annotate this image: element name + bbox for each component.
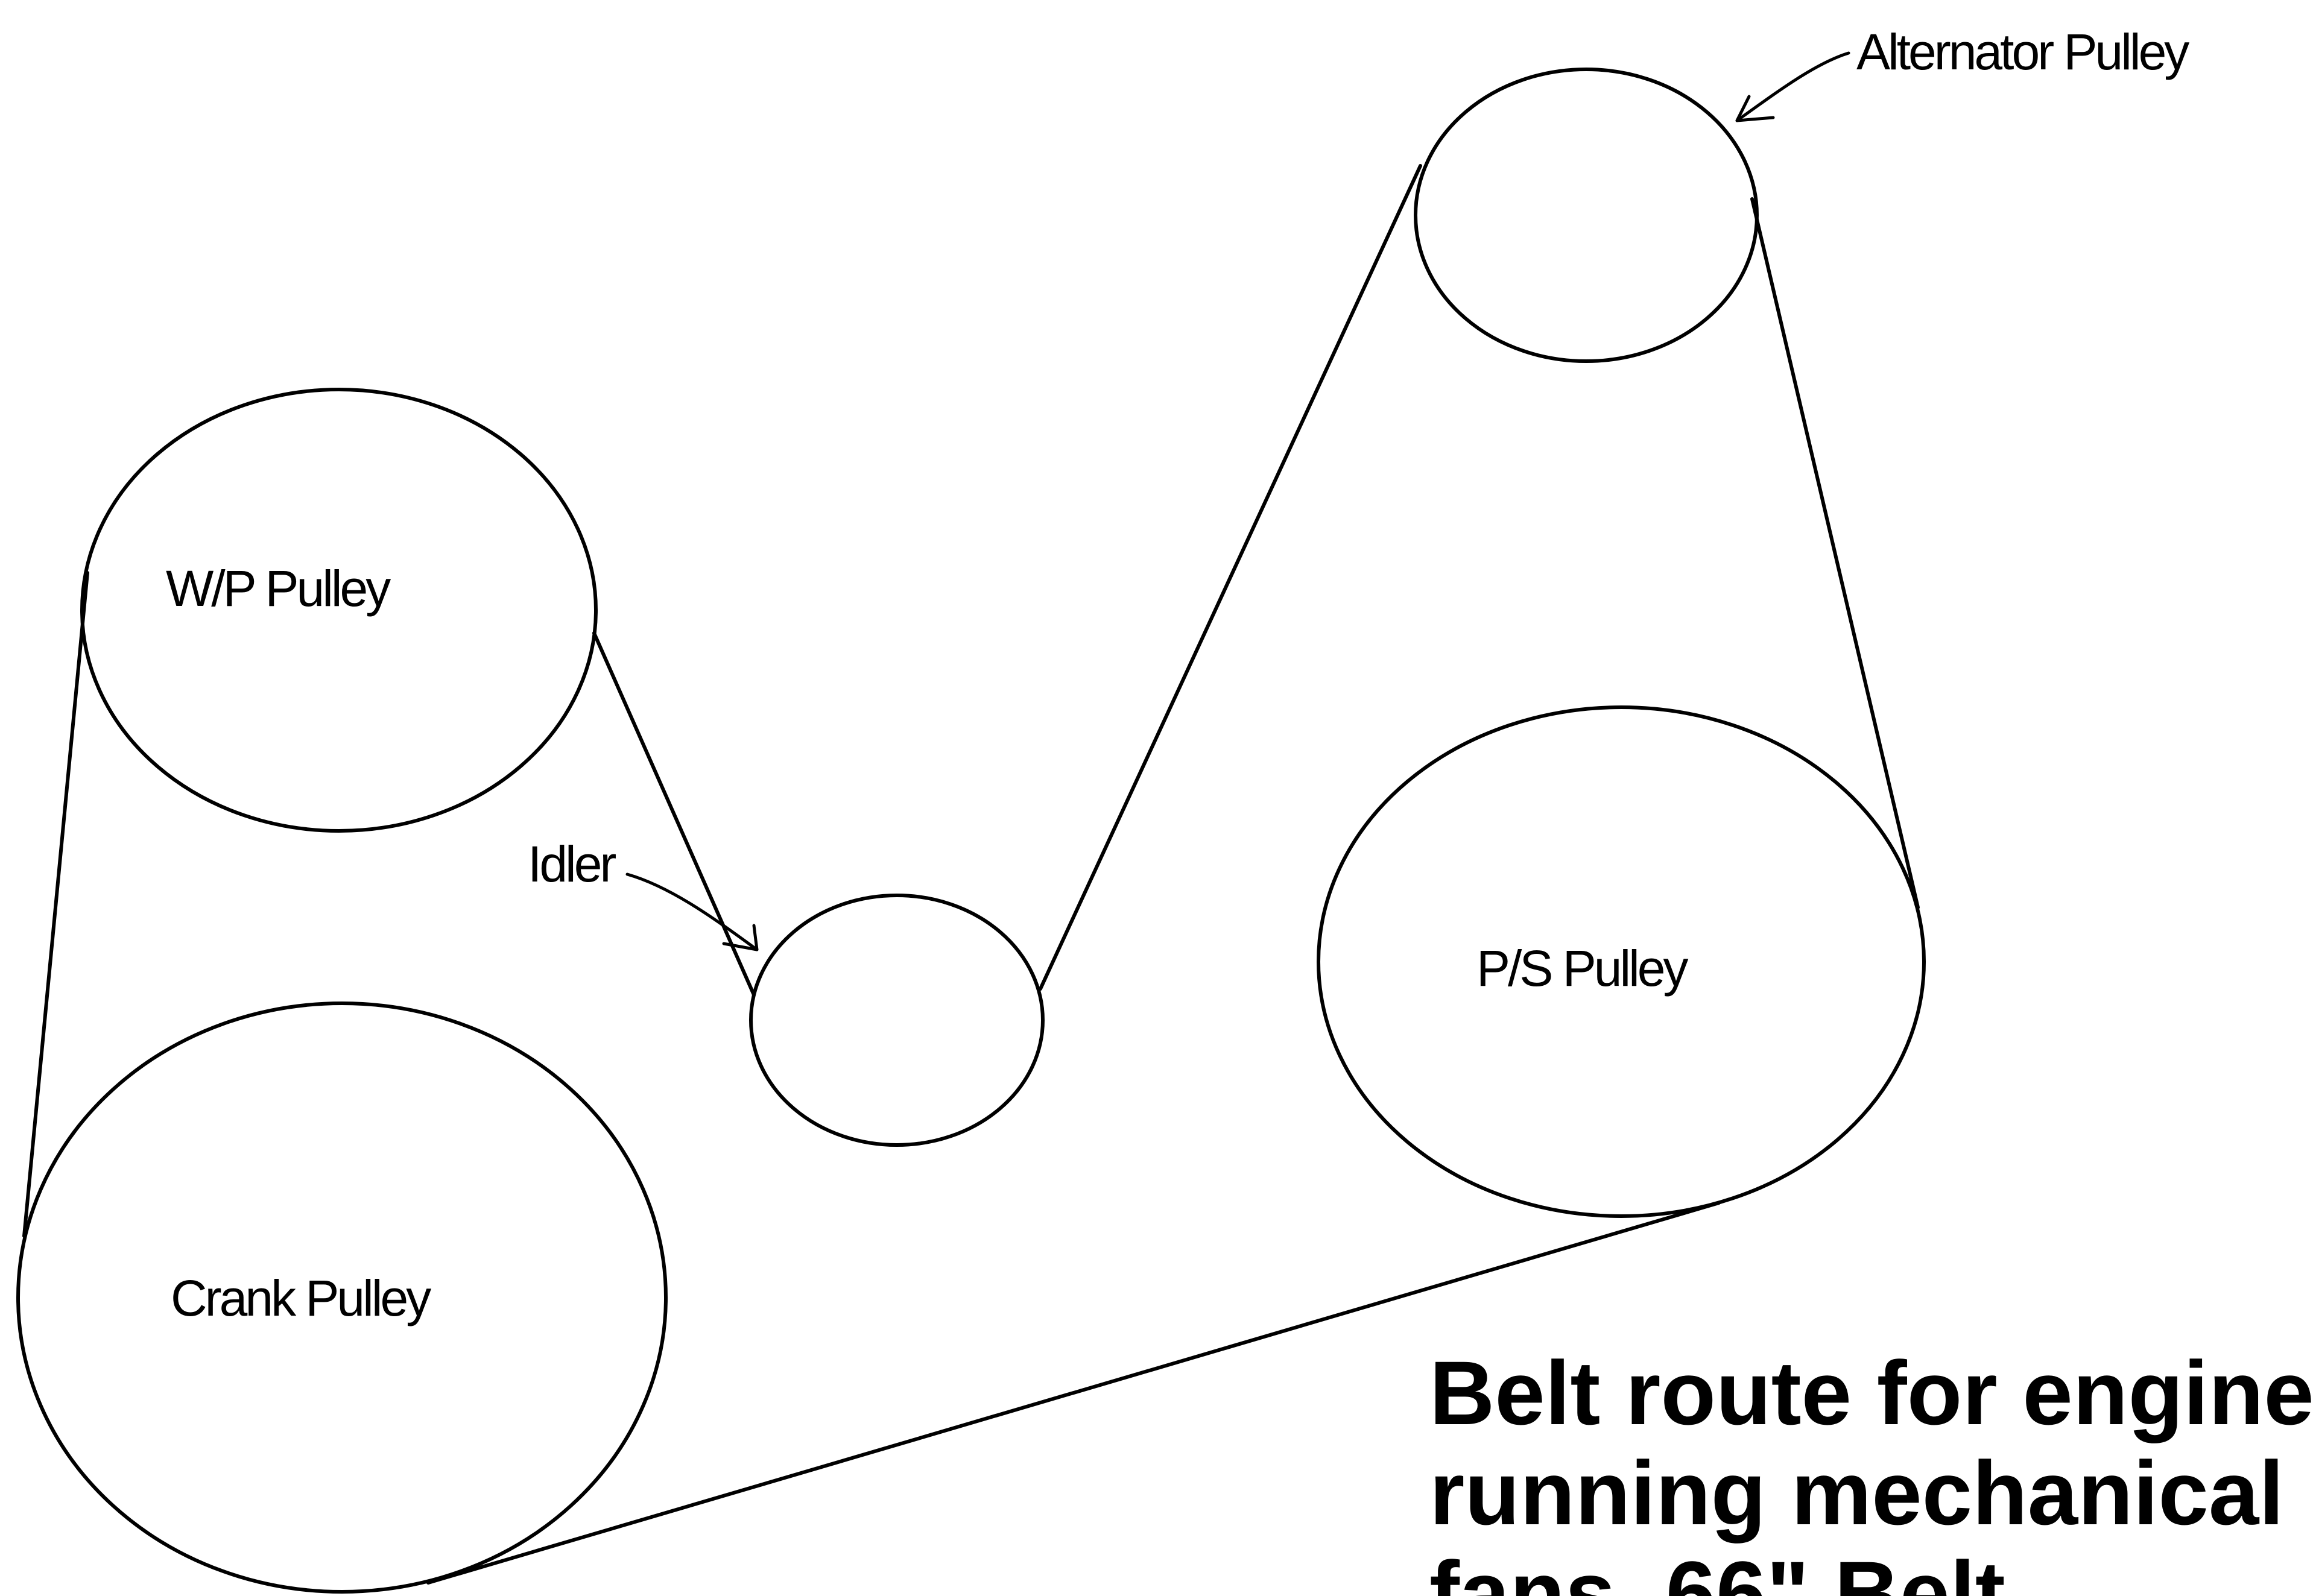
idler-label: Idler [528, 836, 616, 892]
caption-line-2: running mechanical [1429, 1442, 2284, 1544]
water-pump-pulley-label: W/P Pulley [166, 560, 391, 617]
alternator-pulley [1414, 68, 1759, 363]
alternator-pulley-label: Alternator Pulley [1856, 24, 2189, 80]
belt-segment-ps-to-crank [426, 1201, 1721, 1585]
water-pump-pulley [80, 388, 598, 833]
caption-line-1: Belt route for engines [1429, 1342, 2313, 1443]
power-steering-pulley-label: P/S Pulley [1476, 940, 1689, 997]
idler-pulley [749, 894, 1045, 1147]
idler-pointer-arrow [625, 872, 759, 951]
crank-pulley [16, 1001, 668, 1594]
power-steering-pulley [1317, 705, 1926, 1218]
caption-line-3: fans. 66" Belt [1429, 1542, 2005, 1596]
alternator-pointer-arrow [1735, 51, 1850, 122]
crank-pulley-label: Crank Pulley [171, 1270, 431, 1326]
belt-segment-alternator-to-ps [1750, 197, 1920, 909]
belt-segment-wp-to-crank [22, 571, 89, 1238]
belt-segment-wp-to-idler [592, 631, 756, 997]
belt-segment-idler-to-alternator [1039, 164, 1422, 991]
